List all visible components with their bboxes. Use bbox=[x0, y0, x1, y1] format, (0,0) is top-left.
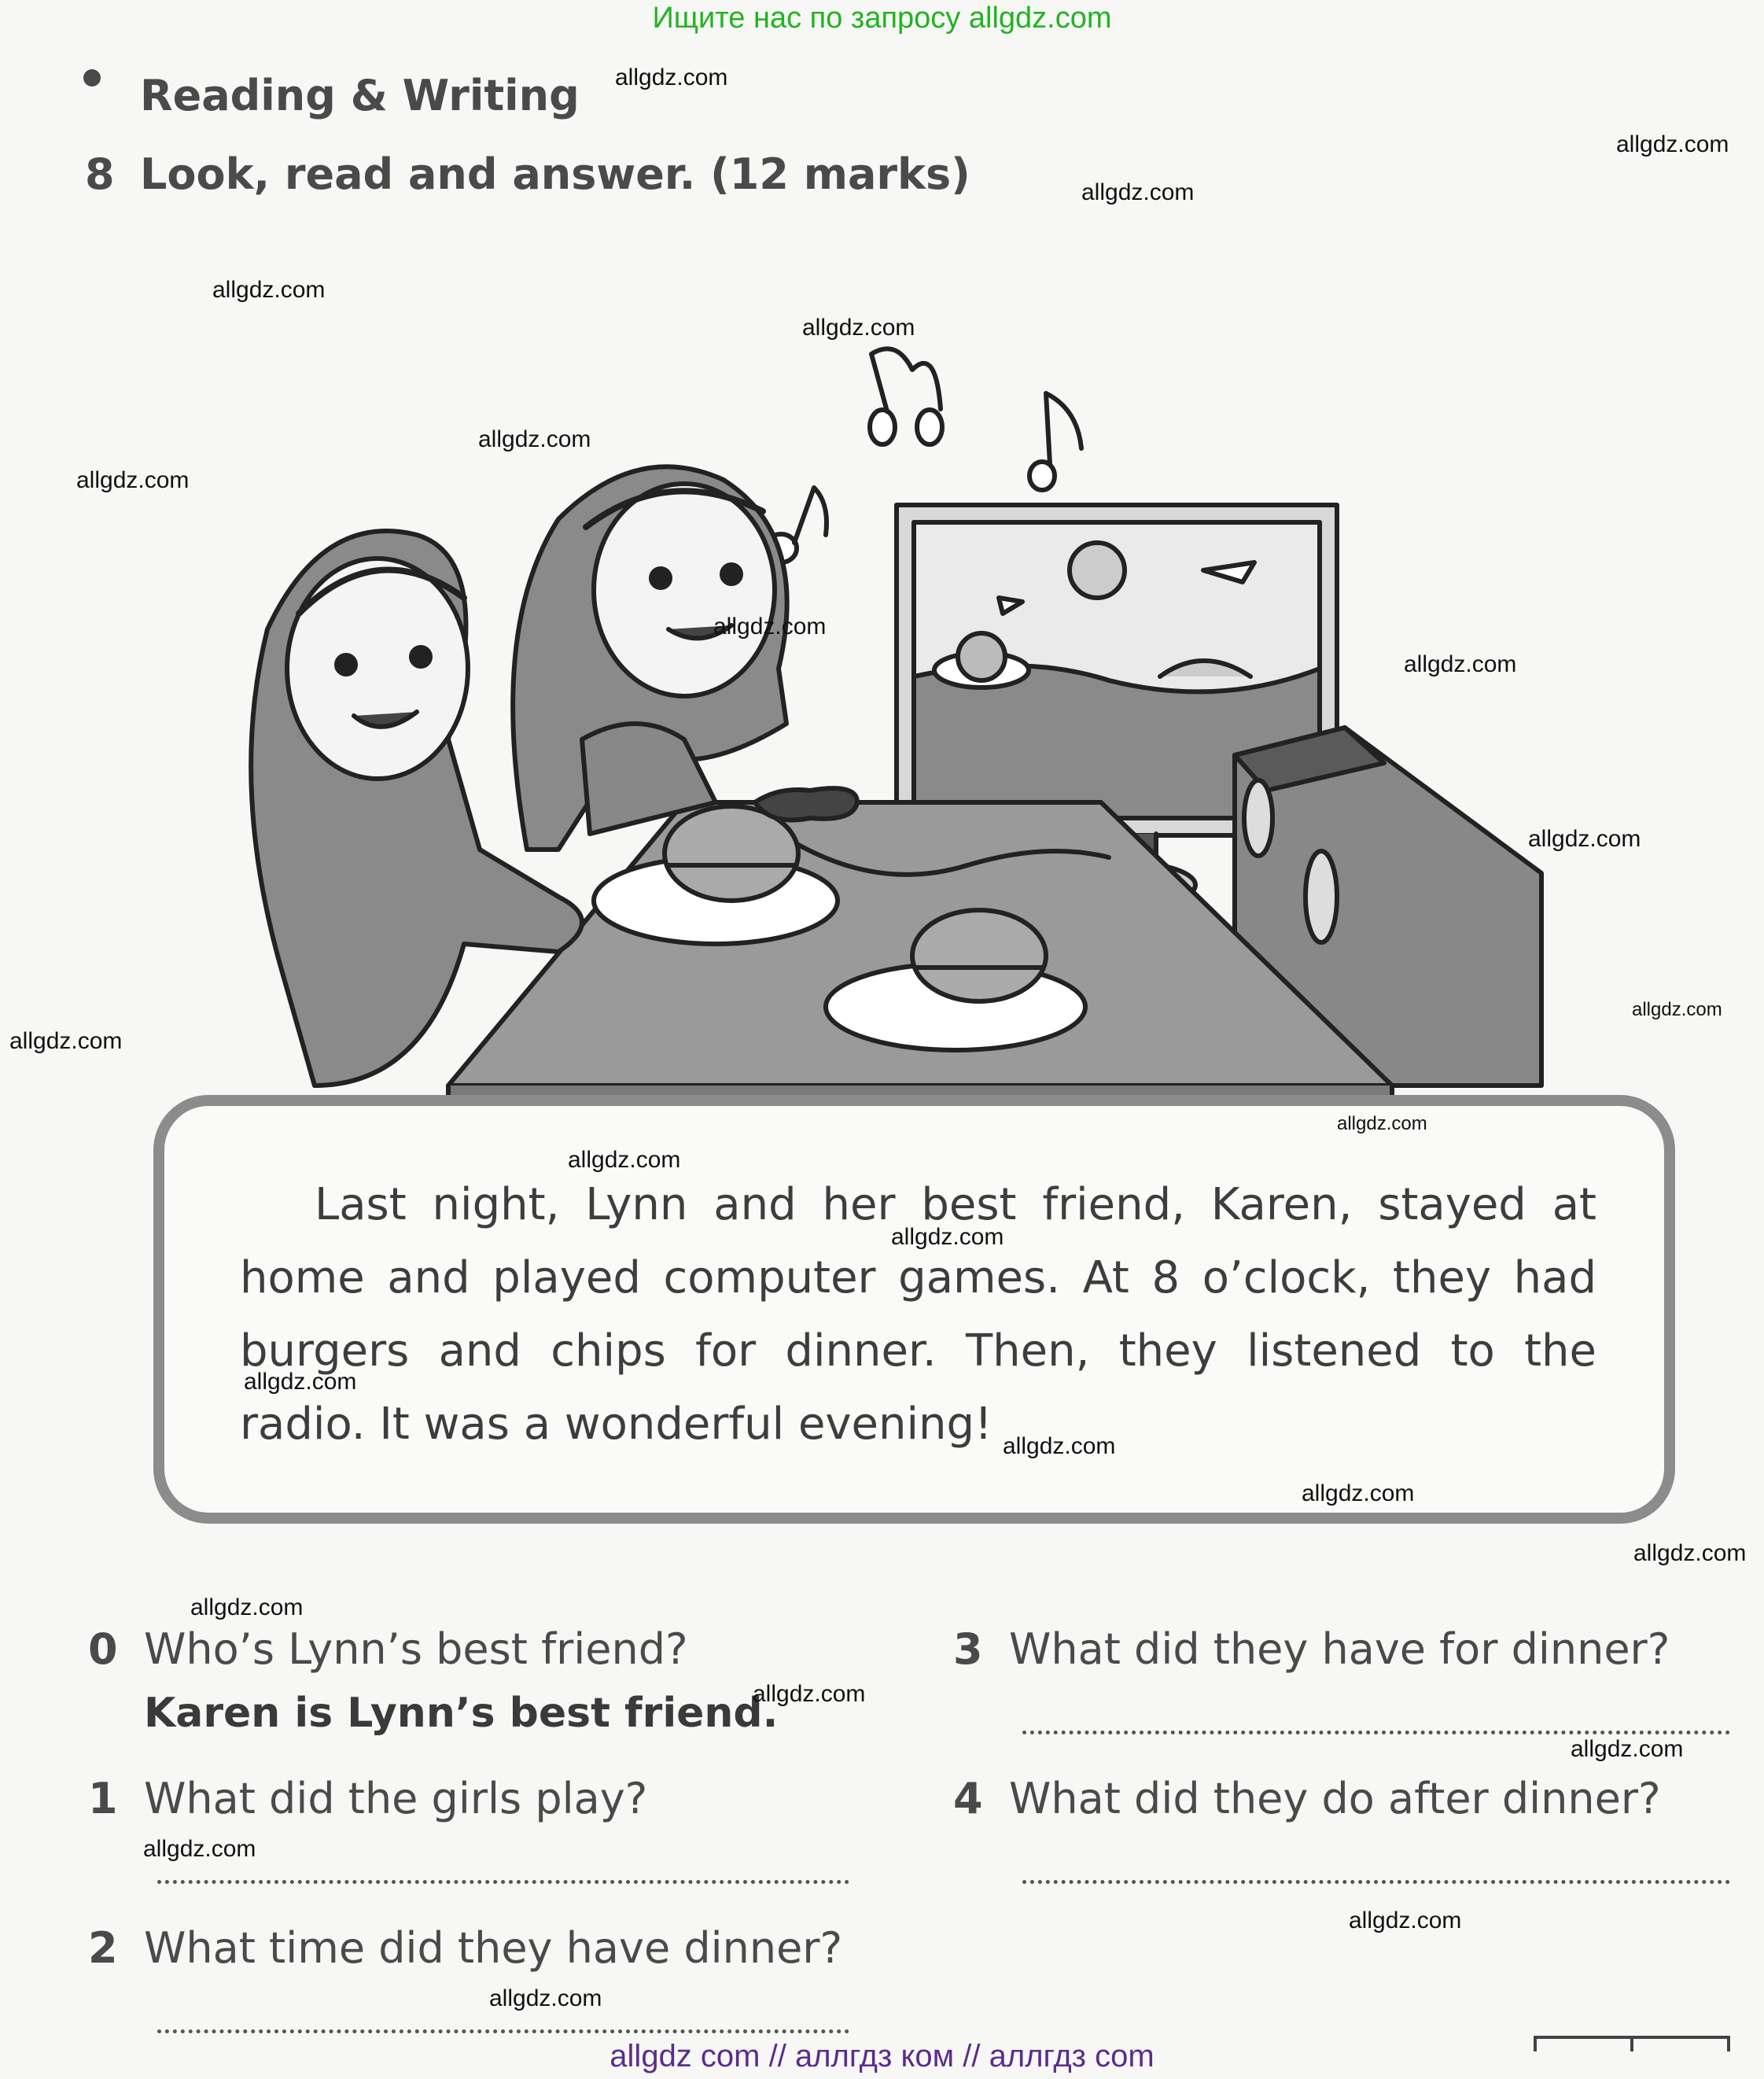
watermark: allgdz.com bbox=[1616, 131, 1729, 157]
question-1-text: What did the girls play? bbox=[144, 1774, 648, 1823]
footer-watermark: allgdz com // аллгдз ком // аллгдз com bbox=[609, 2039, 1155, 2073]
question-1-number: 1 bbox=[88, 1774, 118, 1823]
watermark: allgdz.com bbox=[1633, 1540, 1747, 1566]
question-0-answer: Karen is Lynn’s best friend. bbox=[144, 1690, 779, 1737]
question-0-number: 0 bbox=[88, 1624, 118, 1674]
section-bullet bbox=[83, 69, 101, 87]
watermark: allgdz.com bbox=[76, 467, 190, 493]
answer-4-line[interactable] bbox=[1022, 1880, 1730, 1884]
story-box bbox=[153, 1095, 1675, 1524]
question-3-number: 3 bbox=[953, 1624, 983, 1674]
question-4-number: 4 bbox=[953, 1774, 983, 1823]
watermark: allgdz.com bbox=[713, 614, 827, 640]
answer-2-line[interactable] bbox=[157, 2029, 849, 2033]
answer-3-line[interactable] bbox=[1022, 1731, 1730, 1734]
watermark: allgdz.com bbox=[1404, 651, 1517, 677]
watermark: allgdz.com bbox=[615, 65, 728, 90]
burger-plate-icon bbox=[591, 804, 1088, 1052]
answer-1-line[interactable] bbox=[157, 1880, 849, 1884]
watermark: allgdz.com bbox=[489, 1985, 602, 2011]
watermark: allgdz.com bbox=[1528, 826, 1641, 852]
watermark: allgdz.com bbox=[1302, 1480, 1415, 1506]
watermark: allgdz.com bbox=[1003, 1433, 1116, 1459]
question-4-text: What did they do after dinner? bbox=[1009, 1774, 1661, 1823]
section-title: Reading & Writing bbox=[140, 71, 580, 120]
watermark: allgdz.com bbox=[568, 1147, 681, 1173]
question-2-number: 2 bbox=[88, 1923, 118, 1973]
story-text: Last night, Lynn and her best friend, Ka… bbox=[240, 1179, 1596, 1450]
question-0-text: Who’s Lynn’s best friend? bbox=[144, 1624, 688, 1674]
watermark: allgdz.com bbox=[212, 277, 326, 303]
top-banner: Ищите нас по запросу allgdz.com bbox=[652, 2, 1112, 35]
watermark: allgdz.com bbox=[1571, 1736, 1684, 1762]
girl-karen bbox=[249, 529, 584, 1088]
watermark: allgdz.com bbox=[802, 315, 915, 341]
girls-computer-illustration bbox=[249, 346, 1544, 1101]
speaker-icon bbox=[1232, 725, 1544, 1088]
gamepad-icon bbox=[753, 786, 860, 823]
watermark: allgdz.com bbox=[753, 1681, 866, 1707]
watermark: allgdz.com bbox=[244, 1369, 357, 1395]
exercise-title: Look, read and answer. (12 marks) bbox=[140, 149, 970, 199]
watermark: allgdz.com bbox=[9, 1028, 123, 1054]
question-2-text: What time did they have dinner? bbox=[144, 1923, 843, 1973]
watermark: allgdz.com bbox=[143, 1836, 256, 1862]
exercise-number: 8 bbox=[85, 149, 115, 199]
watermark: allgdz.com bbox=[1081, 179, 1195, 205]
watermark: allgdz.com bbox=[1337, 1113, 1427, 1134]
watermark: allgdz.com bbox=[1349, 1908, 1462, 1933]
watermark: allgdz.com bbox=[478, 426, 591, 452]
watermark: allgdz.com bbox=[1632, 999, 1722, 1020]
watermark: allgdz.com bbox=[891, 1224, 1004, 1250]
question-3-text: What did they have for dinner? bbox=[1009, 1624, 1670, 1674]
score-box bbox=[1534, 2036, 1730, 2070]
watermark: allgdz.com bbox=[190, 1594, 304, 1620]
girl-lynn bbox=[510, 464, 790, 852]
